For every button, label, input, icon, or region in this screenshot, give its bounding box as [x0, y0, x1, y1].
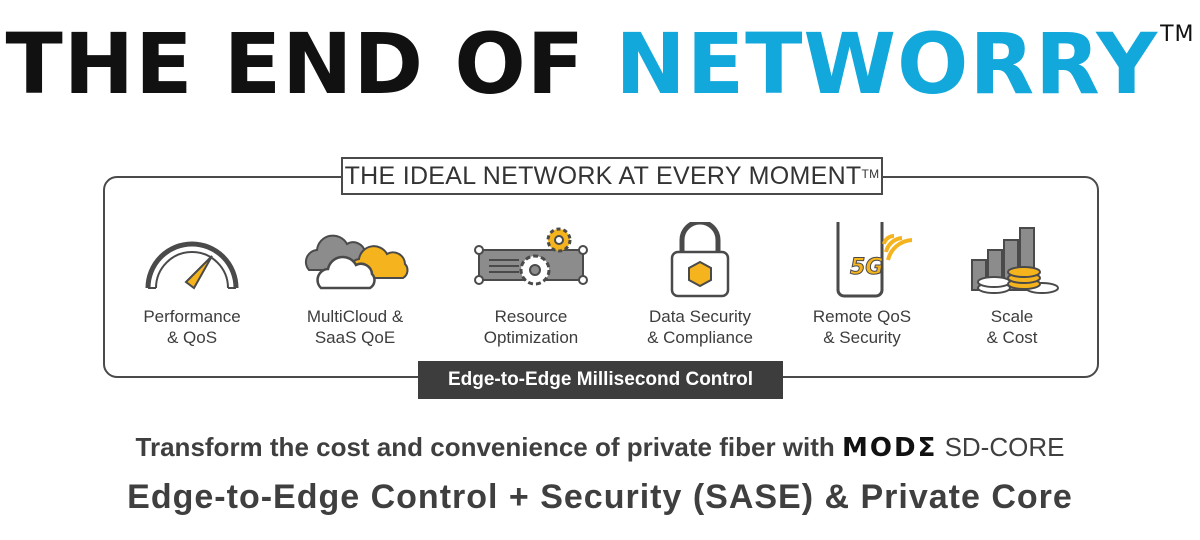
feature-label-line2: SaaS QoE: [314, 328, 396, 347]
feature-label: Scale & Cost: [932, 306, 1092, 348]
feature-data-security: Data Security & Compliance: [620, 222, 780, 348]
feature-label-line1: Remote QoS: [812, 307, 912, 326]
bars-coins-icon: [971, 227, 1059, 294]
feature-label-line1: Performance: [143, 307, 241, 326]
server-gear-icon: [474, 227, 588, 286]
feature-label-line1: Data Security: [648, 307, 752, 326]
feature-resource-optimization: Resource Optimization: [451, 222, 611, 348]
feature-label-line2: & Cost: [986, 328, 1038, 347]
feature-label-line2: Optimization: [483, 328, 579, 347]
product-name: SD-CORE: [937, 432, 1065, 462]
feature-label: Remote QoS & Security: [782, 306, 942, 348]
feature-label-line2: & Compliance: [647, 328, 753, 347]
feature-label-line2: & Security: [823, 328, 901, 347]
tagline-text: Transform the cost and convenience of pr…: [135, 432, 843, 462]
headline: THE END OF NETWORRYTM: [0, 22, 1200, 106]
feature-multicloud: MultiCloud & SaaS QoE: [275, 222, 435, 348]
feature-label-line1: MultiCloud &: [306, 307, 404, 326]
subline: Edge-to-Edge Control + Security (SASE) &…: [127, 478, 1073, 516]
feature-label: Resource Optimization: [451, 306, 611, 348]
feature-label-line1: Scale: [990, 307, 1034, 326]
feature-label: MultiCloud & SaaS QoE: [275, 306, 435, 348]
headline-accent: NETWORRY: [615, 15, 1159, 113]
panel-title: THE IDEAL NETWORK AT EVERY MOMENT: [344, 161, 862, 190]
feature-label: Performance & QoS: [112, 306, 272, 348]
feature-scale-cost: Scale & Cost: [932, 222, 1092, 348]
feature-remote-qos: 5G Remote QoS & Security: [782, 222, 942, 348]
feature-performance: Performance & QoS: [112, 222, 272, 348]
5g-badge: 5G: [850, 255, 883, 280]
padlock-icon: [670, 222, 730, 298]
headline-part1: THE END OF: [5, 15, 616, 113]
tagline: Transform the cost and convenience of pr…: [0, 432, 1200, 463]
headline-trademark: TM: [1160, 22, 1195, 47]
phone-5g-icon: 5G: [836, 222, 913, 298]
gauge-icon: [145, 241, 239, 290]
feature-label: Data Security & Compliance: [620, 306, 780, 348]
feature-label-line1: Resource: [494, 307, 568, 326]
control-badge: Edge-to-Edge Millisecond Control: [418, 361, 783, 399]
mode-logo: MODΣ: [842, 433, 938, 463]
clouds-icon: [304, 234, 409, 290]
feature-label-line2: & QoS: [166, 328, 218, 347]
control-badge-label: Edge-to-Edge Millisecond Control: [447, 369, 754, 390]
panel-title-trademark: TM: [861, 167, 880, 181]
